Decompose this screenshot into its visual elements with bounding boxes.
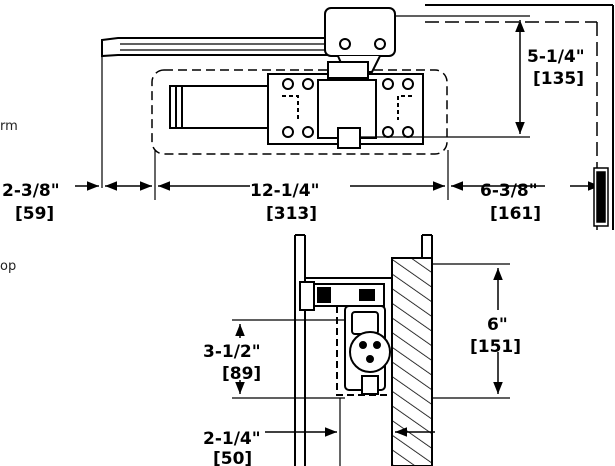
dim-left-offset-metric: [59] bbox=[15, 204, 54, 224]
dim-depth-imperial: 2-1/4" bbox=[203, 429, 261, 449]
dim-body-length-metric: [313] bbox=[266, 204, 317, 224]
mounting-plate bbox=[151, 69, 448, 155]
dimension-lines-top bbox=[75, 19, 600, 191]
dimension-lines-side bbox=[232, 263, 510, 466]
closer-side-view bbox=[299, 281, 391, 396]
dim-side-height-imperial: 6" bbox=[487, 315, 508, 335]
dim-body-length-imperial: 12-1/4" bbox=[250, 181, 319, 201]
hinge-detail bbox=[593, 167, 609, 227]
door-leaf-section bbox=[391, 257, 433, 466]
dim-height-top-metric: [135] bbox=[533, 69, 584, 89]
callout-label-arm: rm bbox=[0, 119, 18, 134]
dim-height-top-imperial: 5-1/4" bbox=[527, 47, 585, 67]
dim-side-height-metric: [151] bbox=[470, 337, 521, 357]
dim-closer-height-metric: [89] bbox=[222, 364, 261, 384]
dim-left-offset-imperial: 2-3/8" bbox=[2, 181, 60, 201]
door-frame-side-view bbox=[294, 234, 433, 466]
dim-depth-metric: [50] bbox=[213, 449, 252, 466]
callout-label-top: op bbox=[0, 259, 16, 274]
dim-right-offset-imperial: 6-3/8" bbox=[480, 181, 538, 201]
closer-body-top-view bbox=[169, 61, 424, 149]
extension-lines-top bbox=[101, 15, 530, 200]
dim-closer-height-imperial: 3-1/2" bbox=[203, 342, 261, 362]
dim-right-offset-metric: [161] bbox=[490, 204, 541, 224]
